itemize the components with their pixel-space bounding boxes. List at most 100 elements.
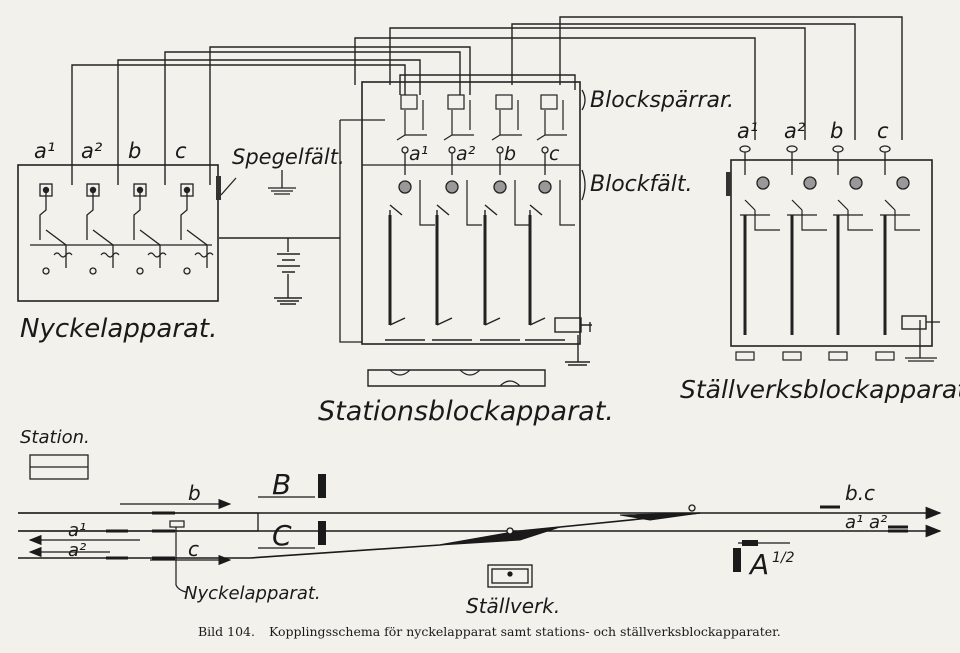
key-lamp-icon — [183, 186, 191, 194]
track-b-label: b — [188, 481, 201, 505]
stallverk-block-column: a¹ — [735, 119, 780, 361]
stallverk-block-column: b — [828, 119, 873, 361]
key-lamp-icon — [136, 186, 144, 194]
station-block-column: a¹ — [385, 94, 435, 341]
signal-C-label: C — [272, 519, 292, 552]
spring-icon — [100, 252, 120, 258]
station-block-units: a¹ a² b c — [385, 94, 575, 341]
block-letter: a¹ — [409, 143, 428, 165]
track-a2-label: a² — [68, 540, 86, 561]
key-letter: b — [128, 139, 141, 163]
junction-nodes — [506, 504, 696, 535]
station-block-column: a² — [432, 94, 482, 341]
caption: Bild 104. Kopplingsschema för nyckelappa… — [198, 624, 781, 639]
key-unit: a¹ — [34, 139, 73, 275]
key-indicator-icon — [133, 183, 147, 197]
signal-C — [258, 521, 326, 549]
block-window-icon — [398, 180, 412, 194]
indicator-slot-icon — [875, 351, 895, 361]
block-letter: a² — [456, 143, 476, 165]
station-slide-bar — [367, 369, 546, 387]
track-plan — [18, 505, 942, 560]
station-block-column: c — [525, 94, 575, 341]
key-indicator-icon — [86, 183, 100, 197]
spegelfalt-label: Spegelfält. — [232, 145, 345, 169]
spring-icon — [53, 252, 73, 258]
block-window-icon — [756, 176, 770, 190]
stallverk-building — [487, 564, 533, 588]
key-lamp-icon — [89, 186, 97, 194]
block-letter: b — [504, 143, 516, 165]
caption-number: Bild 104. — [198, 624, 255, 639]
overhead-wiring — [71, 16, 903, 185]
plunger-icon — [448, 146, 456, 154]
blockfalt-label: Blockfält. — [590, 172, 692, 197]
plunger-icon — [739, 145, 751, 153]
block-letter: a² — [784, 119, 806, 143]
key-unit: c — [175, 139, 214, 275]
plunger-icon — [401, 146, 409, 154]
keyhole-icon — [183, 267, 191, 275]
station-block-column: b — [480, 94, 530, 341]
indicator-slot-icon — [782, 351, 802, 361]
stationsblockapparat-box — [339, 81, 586, 345]
stallverk-label: Ställverk. — [466, 594, 560, 618]
keyhole-icon — [136, 267, 144, 275]
block-lock-icon — [495, 94, 513, 110]
key-letter: c — [175, 139, 187, 163]
block-window-icon — [896, 176, 910, 190]
keyhole-icon — [89, 267, 97, 275]
plunger-icon — [496, 146, 504, 154]
route-a1a2-label: a¹ a² — [845, 512, 887, 533]
block-letter: c — [877, 119, 889, 143]
indicator-slot-icon — [828, 351, 848, 361]
station-label: Station. — [20, 427, 90, 448]
block-lock-icon — [447, 94, 465, 110]
station-building — [29, 454, 89, 480]
nyckelapparat-title: Nyckelapparat. — [20, 314, 217, 344]
key-units: a¹ a² b c — [34, 139, 214, 275]
station-crank — [554, 317, 592, 366]
caption-text: Kopplingsschema för nyckelapparat samt s… — [269, 624, 781, 639]
key-indicator-icon — [39, 183, 53, 197]
stationsblock-title: Stationsblockapparat. — [318, 396, 614, 427]
stallverksblockapparat-box — [726, 159, 940, 362]
track-a1-label: a¹ — [68, 520, 86, 541]
indicator-slot-icon — [735, 351, 755, 361]
key-indicator-icon — [180, 183, 194, 197]
keyhole-icon — [42, 267, 50, 275]
block-lock-icon — [540, 94, 558, 110]
block-window-icon — [849, 176, 863, 190]
blocksparrar-label: Blockspärrar. — [590, 88, 734, 113]
plunger-icon — [879, 145, 891, 153]
plunger-icon — [541, 146, 549, 154]
key-letter: a² — [81, 139, 103, 163]
block-letter: c — [549, 143, 560, 165]
stallverk-block-column: c — [875, 119, 920, 361]
stallverk-block-column: a² — [782, 119, 827, 361]
nyckelapparat-box — [17, 164, 221, 302]
signal-A-label: A — [748, 548, 769, 581]
battery — [219, 237, 340, 305]
key-unit: a² — [81, 139, 120, 275]
spegelfalt — [220, 170, 296, 196]
signal-A — [733, 540, 790, 572]
block-lock-icon — [400, 94, 418, 110]
spring-icon — [194, 252, 214, 258]
nyckelapparat-marker — [169, 520, 187, 593]
key-unit: b — [128, 139, 167, 275]
nyckelapparat-track-label: Nyckelapparat. — [184, 583, 321, 604]
block-window-icon — [803, 176, 817, 190]
block-letter: a¹ — [737, 119, 758, 143]
track-c-label: c — [188, 537, 199, 561]
signal-A-fraction: 1/2 — [772, 550, 795, 566]
key-letter: a¹ — [34, 139, 55, 163]
block-letter: b — [830, 119, 843, 143]
block-window-icon — [493, 180, 507, 194]
route-bc-label: b.c — [845, 481, 875, 505]
key-lamp-icon — [42, 186, 50, 194]
block-window-icon — [445, 180, 459, 194]
spring-icon — [147, 252, 167, 258]
plunger-icon — [786, 145, 798, 153]
